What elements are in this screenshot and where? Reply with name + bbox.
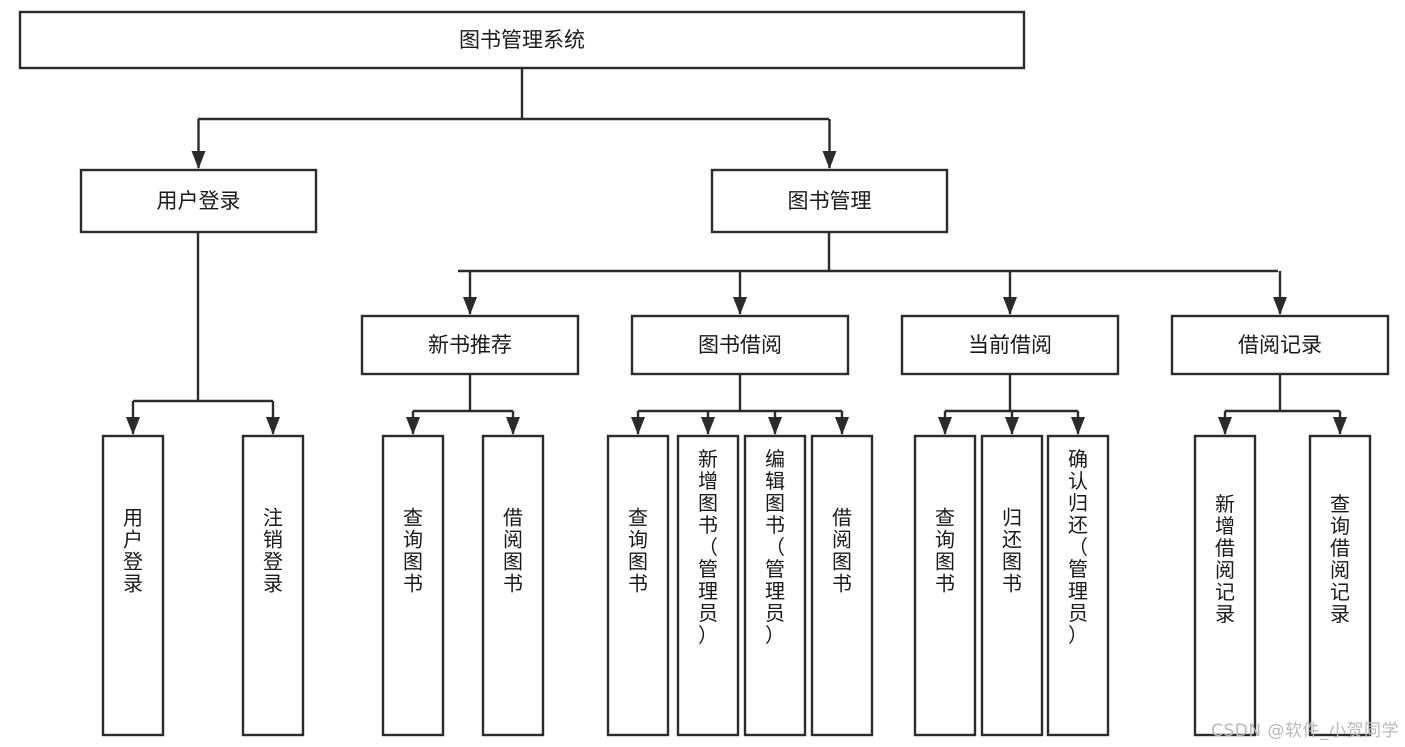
node-user-login[interactable]: 用户登录 [79,168,318,234]
node-box-user-login [79,168,318,234]
node-label-root: 图书管理系统 [459,28,585,52]
node-borrow-record[interactable]: 借阅记录 [1170,314,1390,376]
node-book-borrow[interactable]: 图书借阅 [630,314,850,376]
node-leaf-query-book-3[interactable]: 查询图书 [913,434,977,737]
node-box-leaf-add-book [676,434,740,737]
arrowhead-icon-book-borrow [733,297,747,315]
node-box-leaf-query-record [1308,434,1372,737]
node-label-leaf-confirm-return: 确认归还（管理员） [1068,447,1088,647]
arrowhead-icon-leaf-return-book [1005,417,1019,435]
node-new-book-recommend[interactable]: 新书推荐 [360,314,580,376]
node-leaf-query-record[interactable]: 查询借阅记录 [1308,434,1372,737]
node-label-leaf-return-book: 归还图书 [1002,505,1022,595]
arrowhead-icon-current-borrow [1003,297,1017,315]
arrowhead-icon-borrow-record [1273,297,1287,315]
node-box-leaf-borrow-book-2 [810,434,874,737]
node-label-borrow-record: 借阅记录 [1238,333,1322,357]
node-box-book-manage [710,168,949,234]
node-leaf-borrow-book-2[interactable]: 借阅图书 [810,434,874,737]
arrowhead-icon-leaf-query-book-2 [631,417,645,435]
node-box-leaf-user-login [101,434,165,737]
node-label-new-book-recommend: 新书推荐 [428,333,512,357]
node-current-borrow[interactable]: 当前借阅 [900,314,1120,376]
arrowhead-icon-leaf-query-book-1 [406,417,420,435]
node-box-new-book-recommend [360,314,580,376]
node-leaf-confirm-return[interactable]: 确认归还（管理员） [1046,434,1110,737]
node-box-current-borrow [900,314,1120,376]
arrowhead-icon-book-manage [822,151,837,169]
arrowhead-icon-leaf-query-record [1333,417,1347,435]
arrowhead-icon-leaf-edit-book [768,417,782,435]
arrowhead-icon-leaf-borrow-book-1 [506,417,520,435]
node-box-borrow-record [1170,314,1390,376]
node-leaf-borrow-book-1[interactable]: 借阅图书 [481,434,545,737]
node-box-leaf-query-book-1 [381,434,445,737]
arrowhead-icon-leaf-borrow-book-2 [835,417,849,435]
arrowhead-icon-new-book-recommend [463,297,477,315]
node-leaf-query-book-2[interactable]: 查询图书 [606,434,670,737]
node-box-root [18,10,1026,70]
node-label-book-borrow: 图书借阅 [698,333,782,357]
arrowhead-icon-leaf-user-login [126,417,140,435]
node-label-leaf-user-login: 用户登录 [123,505,143,595]
node-label-current-borrow: 当前借阅 [968,333,1052,357]
arrowhead-icon-leaf-confirm-return [1071,417,1085,435]
node-leaf-logout-login[interactable]: 注销登录 [241,434,305,737]
node-label-leaf-query-book-3: 查询图书 [935,505,955,595]
node-box-book-borrow [630,314,850,376]
node-box-leaf-edit-book [743,434,807,737]
node-label-leaf-add-book: 新增图书（管理员） [698,447,718,647]
node-book-manage[interactable]: 图书管理 [710,168,949,234]
node-box-leaf-query-book-3 [913,434,977,737]
node-label-leaf-query-book-1: 查询图书 [403,505,423,595]
node-leaf-user-login[interactable]: 用户登录 [101,434,165,737]
node-label-leaf-borrow-book-2: 借阅图书 [832,505,852,595]
node-label-leaf-query-record: 查询借阅记录 [1330,492,1350,626]
node-root[interactable]: 图书管理系统 [18,10,1026,70]
node-box-leaf-borrow-book-1 [481,434,545,737]
node-label-leaf-add-record: 新增借阅记录 [1215,492,1235,626]
node-label-book-manage: 图书管理 [788,189,872,213]
node-label-leaf-logout-login: 注销登录 [263,505,283,595]
arrowhead-icon-user-login [191,151,206,169]
node-leaf-return-book[interactable]: 归还图书 [980,434,1044,737]
arrowhead-icon-leaf-logout-login [266,417,280,435]
node-leaf-query-book-1[interactable]: 查询图书 [381,434,445,737]
node-box-leaf-confirm-return [1046,434,1110,737]
arrowhead-icon-leaf-add-record [1218,417,1232,435]
node-box-leaf-add-record [1193,434,1257,737]
arrowhead-icon-leaf-query-book-3 [938,417,952,435]
node-box-leaf-logout-login [241,434,305,737]
connector-layer [126,68,1347,435]
node-box-leaf-return-book [980,434,1044,737]
node-box-leaf-query-book-2 [606,434,670,737]
node-label-user-login: 用户登录 [157,189,241,213]
node-label-leaf-borrow-book-1: 借阅图书 [503,505,523,595]
node-layer: 图书管理系统用户登录图书管理新书推荐图书借阅当前借阅借阅记录用户登录注销登录查询… [18,10,1390,737]
node-label-leaf-query-book-2: 查询图书 [628,505,648,595]
arrowhead-icon-leaf-add-book [701,417,715,435]
node-leaf-add-book[interactable]: 新增图书（管理员） [676,434,740,737]
node-leaf-add-record[interactable]: 新增借阅记录 [1193,434,1257,737]
node-label-leaf-edit-book: 编辑图书（管理员） [765,447,785,647]
node-leaf-edit-book[interactable]: 编辑图书（管理员） [743,434,807,737]
